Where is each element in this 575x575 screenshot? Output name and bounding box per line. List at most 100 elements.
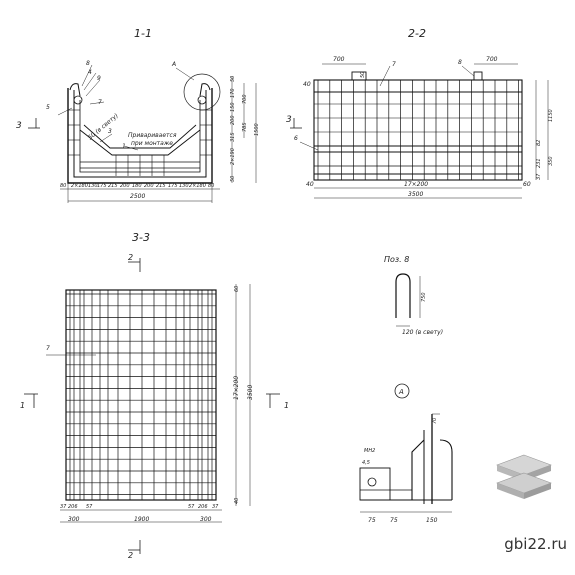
svg-text:130: 130 [179, 183, 189, 189]
s33-bottom-40: 40 [234, 498, 240, 504]
callout-4: 4 [88, 69, 92, 76]
svg-text:206: 206 [68, 504, 78, 510]
section-3-3-title: 3-3 [132, 231, 150, 244]
section-1-1-bottom-dimline [60, 183, 220, 203]
callout-1: 1 [122, 143, 126, 150]
callout-A: A [171, 61, 176, 68]
pos8-title: Поз. 8 [384, 255, 409, 264]
svg-text:215: 215 [156, 183, 166, 189]
cut-3-label-left: 3 [16, 121, 22, 131]
gbi-logo [496, 454, 552, 499]
detail-75a: 75 [368, 517, 376, 524]
callout-9: 9 [97, 75, 101, 82]
section-1-1-drawing [67, 73, 221, 184]
section-2-2-dims [299, 63, 549, 199]
s22-right-231: 231 [536, 158, 542, 168]
svg-text:215: 215 [108, 183, 118, 189]
section-3-3-dimlines [60, 284, 251, 523]
cut-1-label-left: 1 [20, 401, 25, 410]
svg-text:300: 300 [200, 516, 212, 523]
cut-mark-1-left [24, 393, 38, 408]
site-watermark: gbi22.ru [504, 535, 567, 553]
svg-text:37: 37 [212, 504, 219, 510]
svg-text:50: 50 [230, 176, 236, 182]
svg-text:150: 150 [230, 102, 236, 112]
s33-top-60: 60 [234, 286, 240, 292]
svg-text:200: 200 [120, 183, 130, 189]
s22-top-right-700: 700 [486, 56, 498, 63]
section-1-1-right-dims: 50 170 150 200 315 2×190 50 700 785 1500 [230, 76, 260, 182]
pos8-hook [395, 273, 421, 327]
note-50-clear: 50 (в свету) [87, 112, 120, 141]
section-1-1-right-dimlines [231, 76, 257, 183]
callout-5: 5 [46, 104, 50, 111]
svg-text:2×180: 2×180 [189, 183, 206, 189]
detail-A-title: A [398, 388, 404, 396]
section-1-1-callouts [57, 64, 195, 151]
s22-right-350: 350 [548, 156, 554, 166]
s22-left-top-40: 40 [303, 81, 311, 88]
pos8-width: 120 (в свету) [402, 329, 443, 336]
svg-text:785: 785 [242, 122, 248, 132]
cut-2-label-bottom: 2 [128, 551, 133, 560]
s22-callout-7: 7 [392, 61, 396, 68]
callout-7: 7 [98, 99, 102, 106]
cut-2-label-top: 2 [128, 253, 133, 262]
s22-callout-6: 6 [294, 135, 298, 142]
svg-text:175: 175 [168, 183, 178, 189]
section-1-1-total: 2500 [130, 193, 145, 200]
callout-8: 8 [86, 60, 90, 67]
s33-vertical-spacing: 17×200 [233, 376, 240, 400]
section-1-1-title: 1-1 [134, 27, 152, 40]
svg-text:200: 200 [230, 115, 236, 125]
detail-A-marker [394, 383, 410, 399]
cut-1-label-right: 1 [284, 401, 289, 410]
s22-right-1150: 1150 [548, 109, 554, 122]
detail-MN2: МН2 [364, 448, 375, 454]
cut-mark-2-top [128, 258, 141, 272]
svg-text:1500: 1500 [254, 123, 260, 136]
s33-total: 3500 [247, 385, 254, 400]
svg-text:170: 170 [230, 88, 236, 98]
detail-4-5: 4,5 [362, 460, 370, 466]
section-2-2-title: 2-2 [408, 27, 426, 40]
svg-text:1900: 1900 [134, 516, 149, 523]
svg-text:300: 300 [68, 516, 80, 523]
svg-text:80: 80 [208, 183, 214, 189]
svg-text:700: 700 [242, 94, 248, 104]
s22-top-left-700: 700 [333, 56, 345, 63]
s22-right-37: 37 [536, 173, 542, 180]
svg-text:175: 175 [97, 183, 107, 189]
svg-text:200: 200 [144, 183, 154, 189]
cut-mark-3-right [290, 118, 302, 129]
s22-spacing: 17×200 [404, 181, 428, 188]
cut-3-label-right: 3 [286, 115, 292, 125]
callout-3: 3 [108, 128, 112, 135]
note-on-install: при монтаже [131, 140, 173, 147]
section-3-3-drawing [46, 289, 217, 501]
section-2-2-drawing [313, 71, 523, 181]
svg-text:130: 130 [88, 183, 98, 189]
detail-150: 150 [426, 517, 438, 524]
s22-small-50: 50 [360, 72, 366, 78]
svg-text:315: 315 [230, 132, 236, 142]
s33-bottom-dims: 37 206 57 1900 57 206 37 300 300 [60, 504, 219, 523]
detail-75b: 75 [390, 517, 398, 524]
svg-text:2×180: 2×180 [71, 183, 88, 189]
svg-text:2×190: 2×190 [230, 148, 236, 165]
svg-text:206: 206 [198, 504, 208, 510]
s22-right-60: 60 [523, 181, 531, 188]
s22-left-bottom-40: 40 [306, 181, 314, 188]
detail-A-drawing [359, 413, 453, 513]
svg-text:37: 37 [60, 504, 67, 510]
cut-mark-3-left [28, 118, 40, 129]
svg-text:50: 50 [230, 76, 236, 82]
svg-text:57: 57 [86, 504, 93, 510]
svg-text:80: 80 [60, 183, 66, 189]
svg-text:57: 57 [188, 504, 195, 510]
s33-callout-7: 7 [46, 345, 50, 352]
s22-callout-8: 8 [458, 59, 462, 66]
s22-right-82: 82 [536, 140, 542, 146]
svg-text:180: 180 [132, 183, 142, 189]
